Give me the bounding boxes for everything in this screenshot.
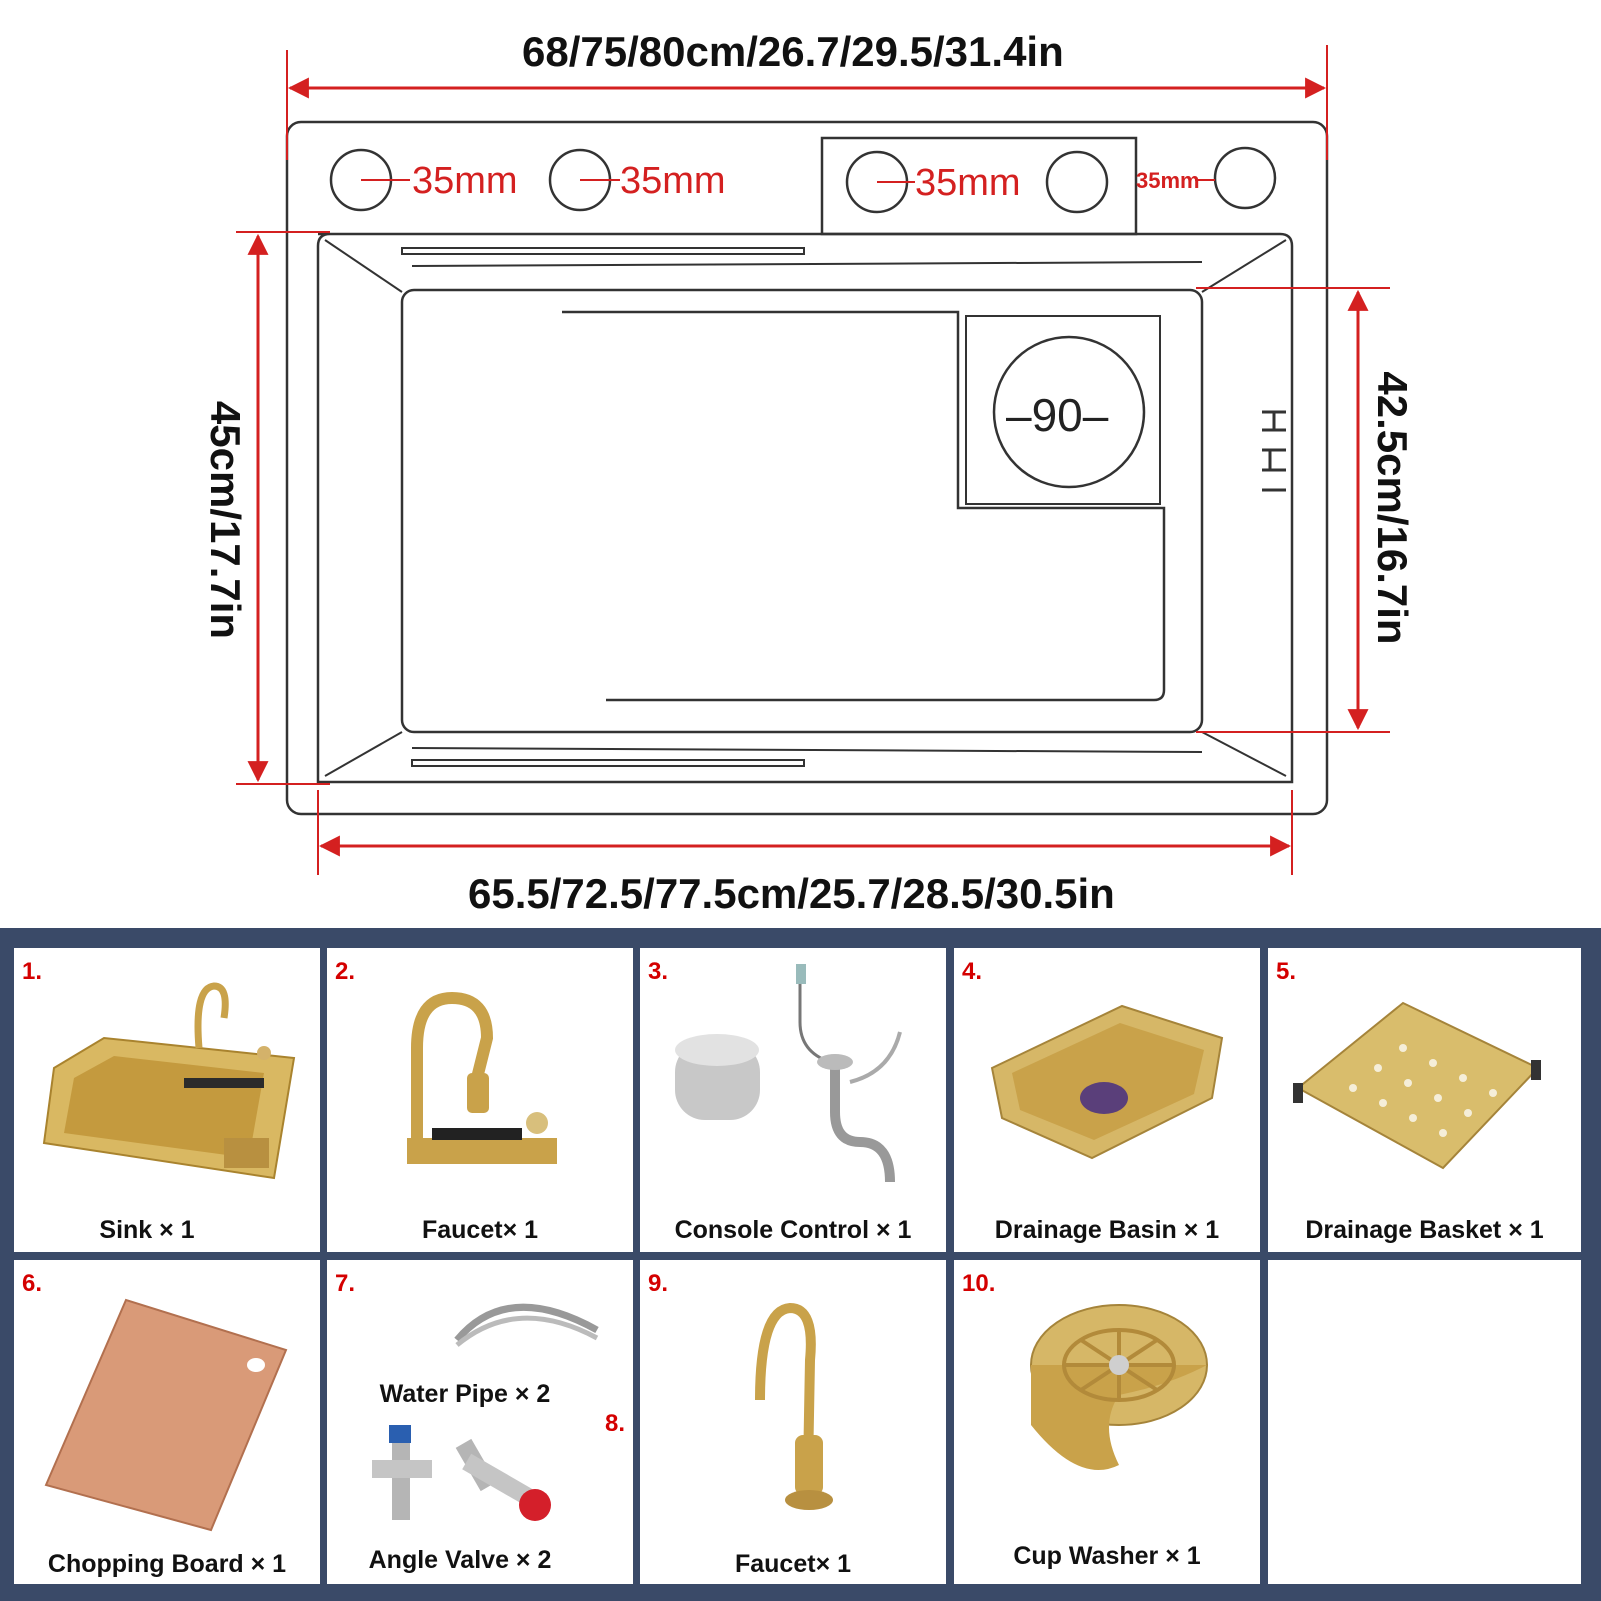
left-height-label: 45cm/17.7in <box>202 400 249 640</box>
angle-valve-image <box>372 1425 551 1521</box>
top-width-label: 68/75/80cm/26.7/29.5/31.4in <box>522 28 1064 75</box>
item-label: Angle Valve × 2 <box>368 1546 552 1574</box>
item-number: 8. <box>605 1410 626 1437</box>
item-faucet: 2. Faucet× 1 <box>327 948 633 1252</box>
faucet-2-image <box>755 1302 833 1510</box>
sink-dimension-diagram: 68/75/80cm/26.7/29.5/31.4in 65.5/72.5/77… <box>202 28 1416 917</box>
item-water-pipe-angle-valve: 7. 8. Water Pipe × 2 Angle Valve × 2 <box>327 1260 633 1584</box>
bottom-width-label: 65.5/72.5/77.5cm/25.7/28.5/30.5in <box>468 870 1115 917</box>
item-number: 1. <box>22 958 43 985</box>
item-drainage-basket: 5. Drainage Basket × 1 <box>1268 948 1581 1252</box>
console-control-image <box>675 964 902 1183</box>
sink-image <box>42 982 296 1180</box>
hole-3-label: 35mm <box>915 162 1021 204</box>
item-label: Drainage Basket × 1 <box>1305 1216 1544 1244</box>
item-console-control: 3. Console Control × 1 <box>640 948 946 1252</box>
chopping-board-image <box>44 1298 288 1532</box>
item-number: 10. <box>962 1270 996 1297</box>
drain-size-label: –90– <box>1006 389 1109 441</box>
item-label: Cup Washer × 1 <box>1013 1542 1201 1570</box>
item-label: Chopping Board × 1 <box>47 1550 287 1578</box>
item-chopping-board: 6. Chopping Board × 1 <box>14 1260 320 1584</box>
empty-cell <box>1268 1260 1581 1584</box>
sink-outline-drawing <box>236 45 1390 875</box>
drainage-basin-image <box>990 1004 1224 1160</box>
item-label: Console Control × 1 <box>674 1216 912 1244</box>
item-cup-washer: 10. Cup Washer × 1 <box>954 1260 1260 1584</box>
water-pipe-image <box>454 1303 599 1347</box>
item-number: 6. <box>22 1270 43 1297</box>
item-sink: 1. Sink × 1 <box>14 948 320 1252</box>
drain-size-value: 90 <box>1031 389 1083 441</box>
item-label: Faucet× 1 <box>421 1216 539 1244</box>
item-number: 2. <box>335 958 356 985</box>
cup-washer-image <box>1030 1304 1208 1470</box>
item-drainage-basin: 4. Drainage Basin × 1 <box>954 948 1260 1252</box>
drainage-basket-image <box>1293 1001 1541 1170</box>
item-label: Drainage Basin × 1 <box>994 1216 1220 1244</box>
item-number: 5. <box>1276 958 1297 985</box>
hole-1-label: 35mm <box>412 160 518 202</box>
item-label: Sink × 1 <box>99 1216 195 1244</box>
item-number: 4. <box>962 958 983 985</box>
hole-2-label: 35mm <box>620 160 726 202</box>
item-faucet-2: 9. Faucet× 1 <box>640 1260 946 1584</box>
right-height-label: 42.5cm/16.7in <box>1369 371 1416 645</box>
logo-glyph <box>1262 410 1286 492</box>
package-contents-panel: 1. Sink × 1 2. Faucet× 1 3. <box>0 928 1601 1601</box>
item-number: 3. <box>648 958 669 985</box>
faucet-image <box>407 991 557 1164</box>
item-number: 7. <box>335 1270 356 1297</box>
hole-4-label: 35mm <box>1136 168 1200 193</box>
item-label: Faucet× 1 <box>734 1550 852 1578</box>
item-label: Water Pipe × 2 <box>379 1380 551 1408</box>
item-number: 9. <box>648 1270 669 1297</box>
